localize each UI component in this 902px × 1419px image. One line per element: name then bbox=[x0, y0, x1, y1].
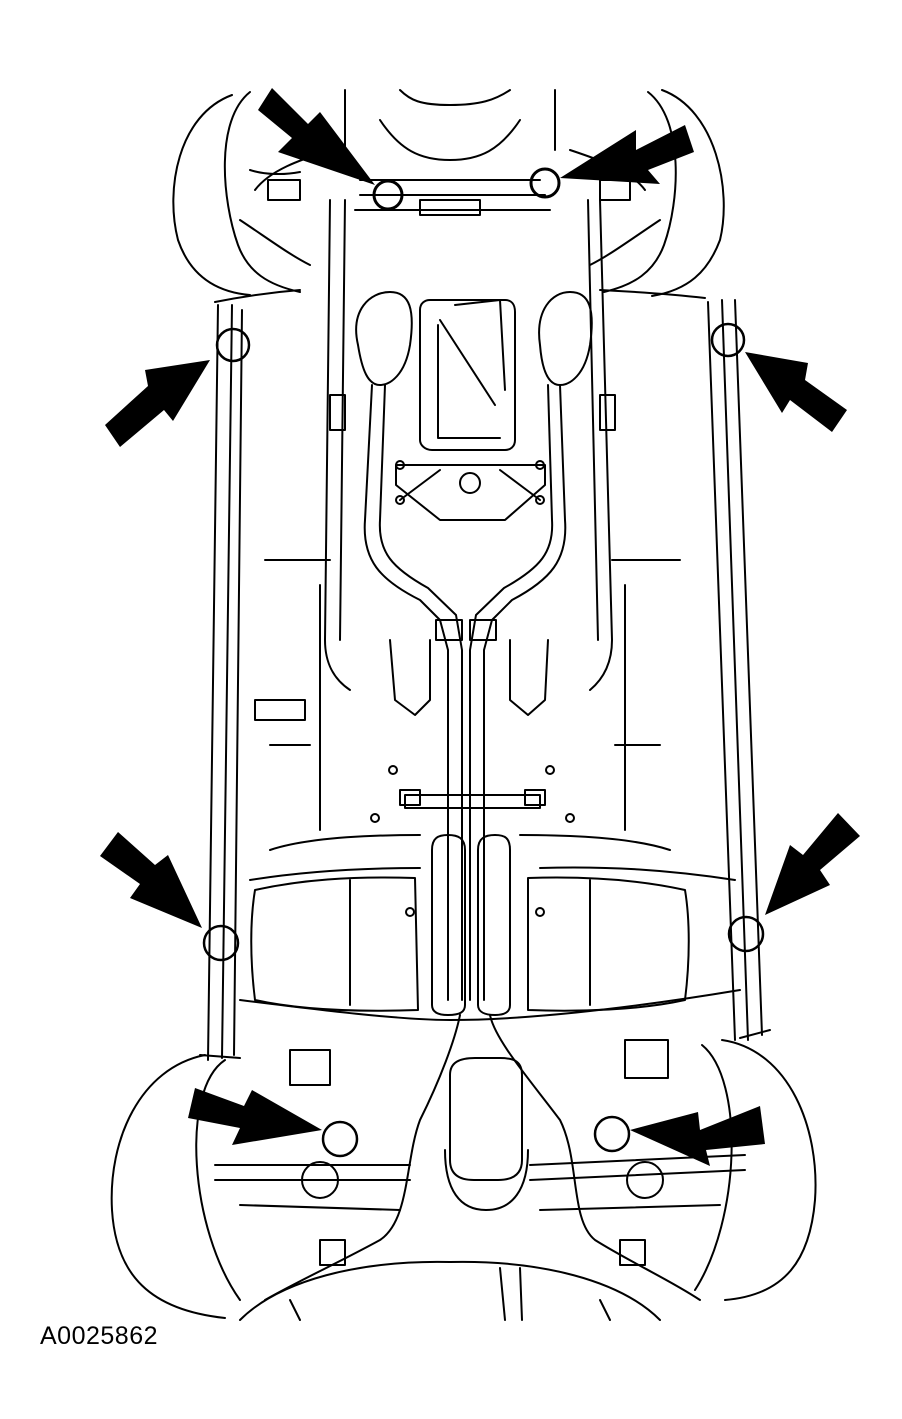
fuel-tank bbox=[250, 876, 690, 1012]
frame-rails bbox=[324, 199, 616, 691]
arrow-pointer-front-left bbox=[105, 360, 210, 447]
floor-pan bbox=[254, 559, 681, 851]
arrow-pointer-rear-axle-left bbox=[188, 1088, 322, 1145]
catalytic-converters bbox=[355, 291, 593, 386]
rear-bumper bbox=[239, 1260, 661, 1321]
rear-left-tire bbox=[110, 1054, 241, 1319]
arrow-pointer-rear-left bbox=[100, 832, 202, 928]
figure-id-label: A0025862 bbox=[40, 1322, 159, 1350]
jacking-point-front-subframe-right bbox=[529, 167, 561, 199]
arrow-pointer-front-subframe-right bbox=[560, 125, 694, 184]
jacking-point-front-left bbox=[215, 327, 251, 363]
front-right-tire bbox=[603, 89, 725, 297]
arrow-pointer-front-subframe-left bbox=[258, 88, 375, 185]
front-left-tire bbox=[172, 91, 301, 296]
arrow-pointer-rear-axle-right bbox=[630, 1106, 765, 1166]
jacking-point-rear-axle-right bbox=[593, 1115, 631, 1153]
jacking-point-rear-axle-left bbox=[321, 1120, 359, 1158]
jacking-point-rear-right bbox=[727, 915, 765, 953]
rear-right-tire bbox=[694, 1039, 817, 1301]
transmission-pan bbox=[419, 299, 516, 451]
jacking-point-front-right bbox=[710, 322, 746, 358]
rear-axle bbox=[214, 1039, 746, 1266]
jacking-point-rear-left bbox=[202, 924, 240, 962]
jacking-point-front-subframe-left bbox=[372, 179, 404, 211]
arrow-pointer-front-right bbox=[745, 352, 847, 432]
body-outline bbox=[199, 289, 771, 1061]
arrow-pointer-rear-right bbox=[765, 813, 860, 915]
transmission-crossmember bbox=[395, 460, 546, 521]
